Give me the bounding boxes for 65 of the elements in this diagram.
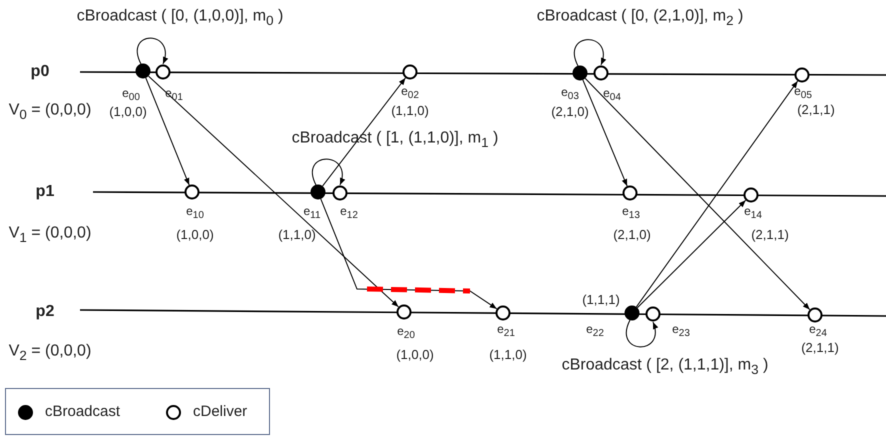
vector-timestamp: (2,1,1) [801, 340, 839, 356]
self-loop-arrow [574, 39, 606, 66]
message-arrow [636, 80, 798, 308]
event-name: e$_{22}$ [586, 322, 604, 340]
initial-vector-label: V$_{1}$ = (0,0,0) [8, 224, 92, 246]
self-loop-arrow [626, 320, 658, 348]
deliver-event-circle [794, 68, 810, 82]
vector-timestamp: (2,1,1) [797, 102, 835, 118]
message-arrow [584, 78, 810, 310]
deliver-event-circle [594, 66, 608, 80]
event-name: e$_{02}$ [401, 84, 419, 102]
deliver-event-circle [156, 64, 170, 80]
event-name: e$_{11}$ [303, 204, 321, 222]
deliver-event-circle [496, 306, 510, 320]
broadcast-event-dot [572, 66, 588, 80]
event-name: e$_{20}$ [397, 324, 415, 342]
event-name: e$_{12}$ [340, 204, 358, 222]
broadcast-event-dot [136, 64, 150, 78]
broadcast-event-dot [624, 306, 640, 320]
vector-timestamp: (2,1,1) [751, 228, 789, 242]
broadcast-call-label: cBroadcast ( [2, (1,1,1)], m$_{3}$ ) [562, 356, 768, 378]
deliver-event-circle [396, 304, 412, 320]
vector-timestamp: (1,0,0) [396, 348, 434, 362]
deliver-event-circle [622, 186, 638, 200]
deliver-event-circle [184, 184, 200, 200]
message-arrow [148, 76, 399, 308]
event-name: e$_{00}$ [122, 86, 140, 104]
broadcast-call-label: cBroadcast ( [0, (1,0,0)], m$_{0}$ ) [76, 8, 284, 28]
message-arrow [322, 77, 406, 187]
event-name: e$_{14}$ [744, 204, 762, 222]
self-loop-arrow [136, 38, 168, 64]
legend-label: cDeliver [193, 404, 248, 420]
process-name: p0 [30, 63, 50, 81]
legend-label: cBroadcast [45, 404, 120, 420]
event-name: e$_{24}$ [809, 322, 827, 340]
event-name: e$_{10}$ [186, 204, 204, 222]
deliver-event-circle [744, 188, 758, 202]
deliver-event-circle [332, 186, 348, 200]
message-arrow [582, 79, 628, 187]
message-arrow [145, 77, 190, 186]
broadcast-event-dot [310, 184, 326, 200]
event-name: e$_{21}$ [497, 322, 515, 340]
event-name: e$_{04}$ [603, 86, 621, 104]
vector-timestamp: (1,0,0) [176, 228, 214, 242]
vector-timestamp: (1,1,0) [489, 348, 527, 362]
self-loop-arrow [312, 158, 345, 186]
deliver-event-circle [808, 308, 822, 322]
vector-timestamp: (1,1,0) [278, 228, 316, 242]
event-name: e$_{23}$ [672, 322, 690, 340]
process-name: p2 [36, 303, 54, 321]
broadcast-call-label: cBroadcast ( [0, (2,1,0)], m$_{2}$ ) [536, 8, 744, 28]
event-name: e$_{13}$ [622, 204, 640, 222]
message-arrow [636, 200, 746, 308]
vector-timestamp: (1,0,0) [109, 104, 147, 120]
process-name: p1 [36, 183, 54, 201]
initial-vector-label: V$_{0}$ = (0,0,0) [8, 102, 92, 122]
deliver-event-circle [402, 64, 418, 80]
event-name: e$_{03}$ [561, 86, 579, 102]
vector-timestamp: (2,1,0) [551, 104, 589, 120]
vector-timestamp: (2,1,0) [613, 228, 651, 242]
event-name: e$_{05}$ [794, 84, 812, 102]
deliver-event-circle [646, 306, 660, 322]
initial-vector-label: V$_{2}$ = (0,0,0) [8, 342, 92, 364]
vector-timestamp: (1,1,1) [582, 292, 620, 308]
vector-timestamp: (1,1,0) [391, 104, 429, 118]
